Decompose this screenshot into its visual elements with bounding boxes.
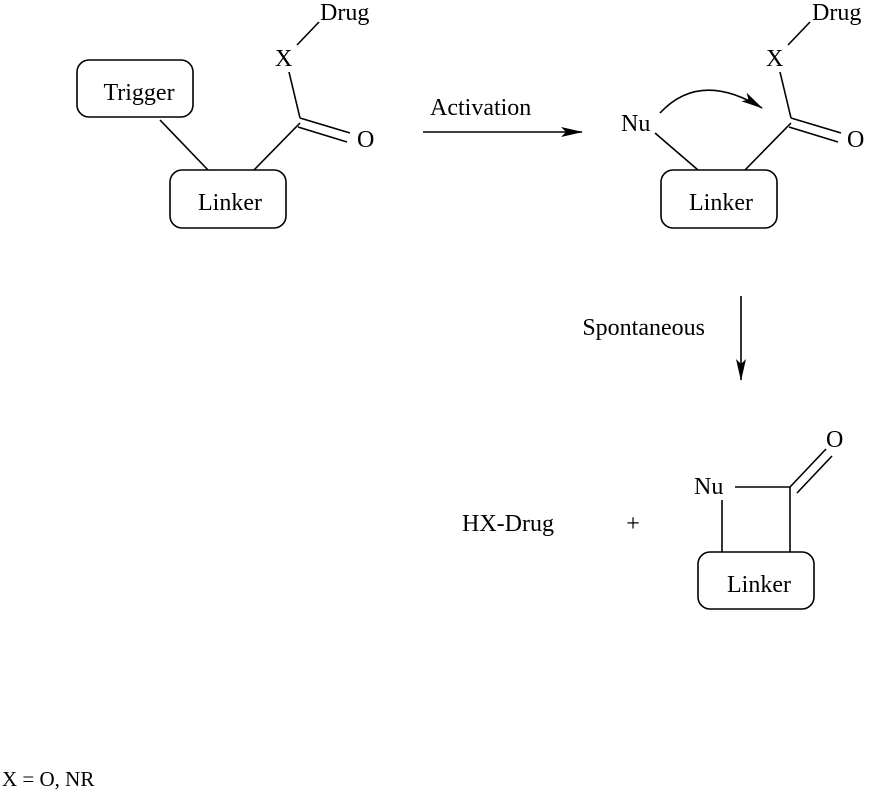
x-atom-label: X [275, 46, 292, 72]
x-drug-bond [297, 22, 319, 45]
nu-linker-bond [655, 133, 698, 170]
x-drug-bond [788, 22, 810, 45]
released-drug-label: HX-Drug [462, 511, 554, 537]
spontaneous-label: Spontaneous [582, 315, 705, 341]
starting-compound: Trigger Linker O X Drug [77, 0, 374, 228]
carbonyl-double-bond-a [791, 118, 841, 133]
spontaneous-step: Spontaneous [582, 296, 741, 380]
nucleophile-label: Nu [621, 111, 650, 137]
carbonyl-oxygen-label: O [357, 127, 374, 153]
ring-oxygen-label: O [826, 427, 843, 453]
drug-label: Drug [812, 0, 861, 26]
carbonyl-x-bond [289, 72, 300, 118]
plus-sign: + [626, 511, 640, 537]
linker-carbonyl-bond [254, 123, 300, 170]
x-atom-label: X [766, 46, 783, 72]
linker-label: Linker [689, 190, 753, 216]
linker-label: Linker [198, 190, 262, 216]
nucleophile-label: Nu [694, 474, 723, 500]
activation-label: Activation [430, 95, 531, 121]
intermediate-compound: Nu Linker O X Drug [621, 0, 864, 228]
linker-carbonyl-bond [745, 123, 791, 170]
drug-label: Drug [320, 0, 369, 26]
trigger-label: Trigger [103, 80, 174, 106]
activation-step: Activation [423, 95, 582, 132]
linker-label: Linker [727, 572, 791, 598]
products: HX-Drug + Nu O Linker [462, 427, 843, 609]
carbonyl-x-bond [780, 72, 791, 118]
footnote: X = O, NR [2, 767, 94, 791]
carbonyl-double-bond-a [300, 118, 350, 133]
trigger-linker-bond [160, 120, 208, 170]
electron-push-arrow [660, 90, 762, 113]
carbonyl-oxygen-label: O [847, 127, 864, 153]
